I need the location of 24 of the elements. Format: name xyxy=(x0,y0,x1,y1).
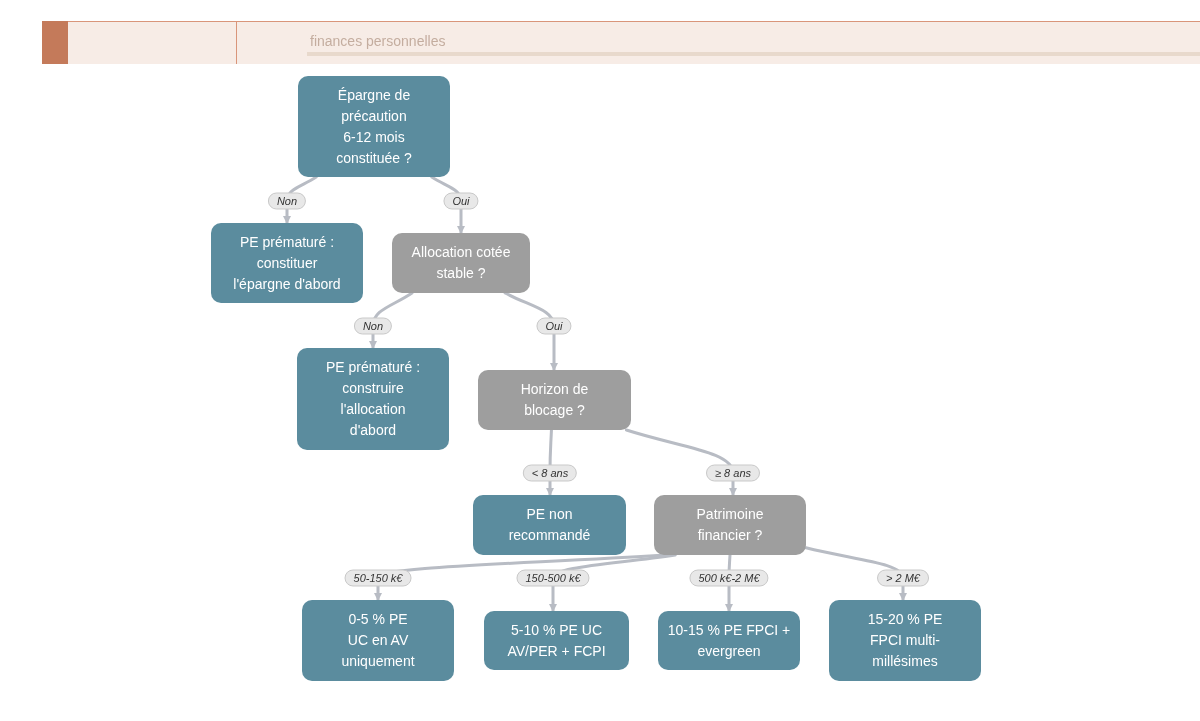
edge-label: < 8 ans xyxy=(522,464,578,482)
edge-label: 500 k€-2 M€ xyxy=(689,569,769,587)
edge-label: Oui xyxy=(536,317,572,335)
outcome-box: PE non recommandé xyxy=(473,495,626,555)
edge-label: 150-500 k€ xyxy=(516,569,590,587)
arrow xyxy=(804,546,907,602)
outcome-box: 0-5 % PE UC en AV uniquement xyxy=(302,600,454,681)
outcome-box: PE prématuré : construire l'allocation d'abord xyxy=(297,348,449,450)
decision-box: Épargne de précaution 6-12 mois constituée ? xyxy=(298,76,450,177)
arrow xyxy=(624,428,737,497)
outcome-box: 10-15 % PE FPCI + evergreen xyxy=(658,611,800,670)
outcome-box: PE prématuré : constituer l'épargne d'abord xyxy=(211,223,363,303)
decision-box: Horizon de blocage ? xyxy=(478,370,631,430)
edge-label: Non xyxy=(353,317,393,335)
decision-box: Allocation cotée stable ? xyxy=(392,233,530,293)
outcome-box: 15-20 % PE FPCI multi-millésimes xyxy=(829,600,981,681)
edge-label: Non xyxy=(267,192,307,210)
decision-box: Patrimoine financier ? xyxy=(654,495,806,555)
edge-label: 50-150 k€ xyxy=(344,569,412,587)
edge-label: Oui xyxy=(443,192,479,210)
edge-label: > 2 M€ xyxy=(877,569,929,587)
outcome-box: 5-10 % PE UC AV/PER + FCPI xyxy=(484,611,629,670)
edge-label: ≥ 8 ans xyxy=(706,464,760,482)
header-subtitle: finances personnelles xyxy=(310,33,446,50)
